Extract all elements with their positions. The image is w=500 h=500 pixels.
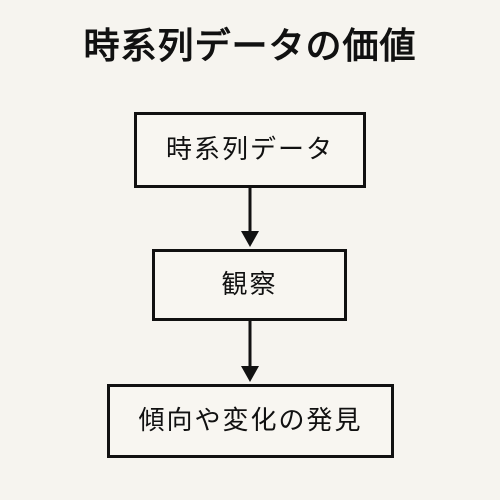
node-label: 時系列データ <box>165 135 334 165</box>
node-label: 傾向や変化の発見 <box>138 406 363 436</box>
arrow-1 <box>241 188 259 247</box>
node-trend-discovery: 傾向や変化の発見 <box>107 384 394 458</box>
node-time-series-data: 時系列データ <box>134 112 366 188</box>
diagram-title: 時系列データの価値 <box>83 26 417 67</box>
node-observation: 観察 <box>152 249 347 321</box>
node-label: 観察 <box>221 270 278 300</box>
arrow-2 <box>241 321 259 382</box>
